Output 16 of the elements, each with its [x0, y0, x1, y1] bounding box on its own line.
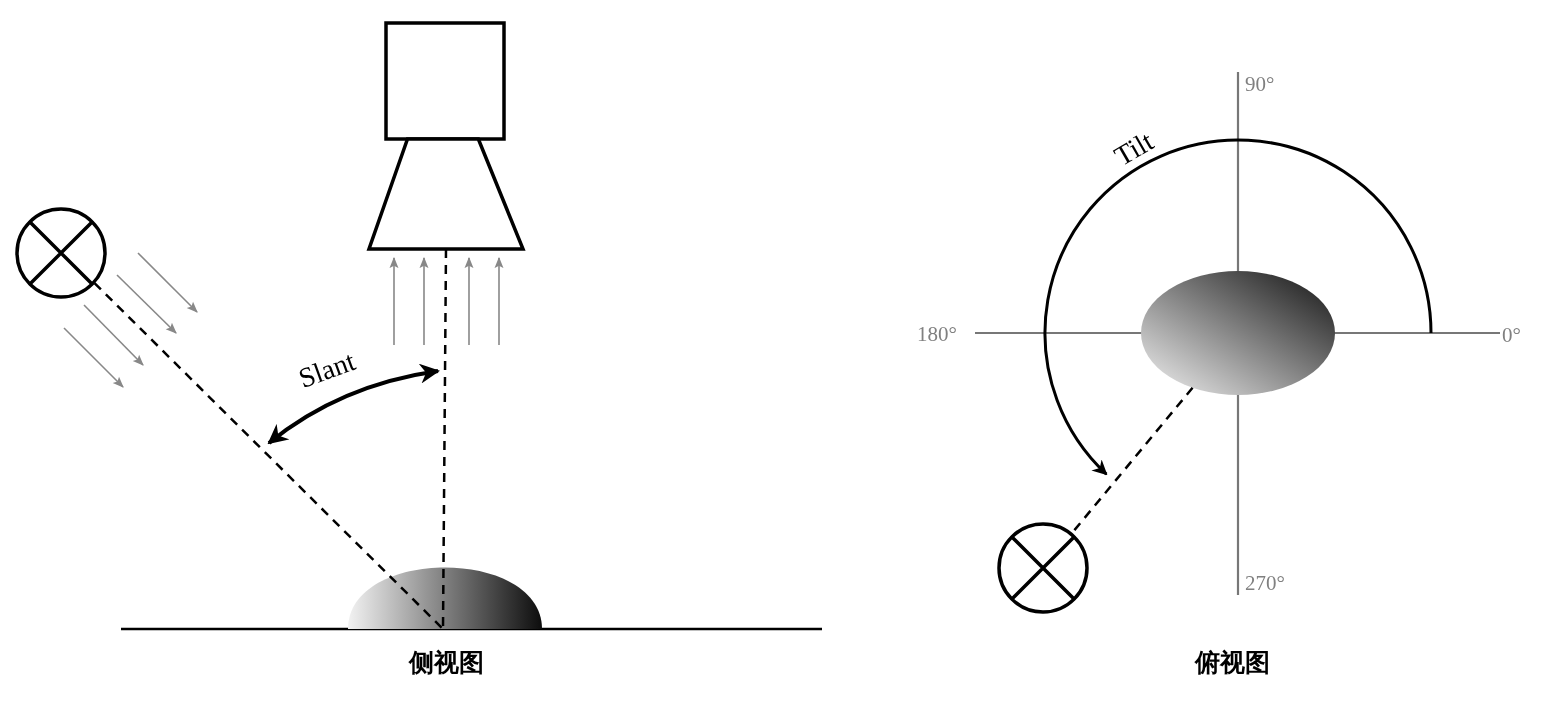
object-dome — [348, 566, 542, 629]
degree-label: 270° — [1245, 572, 1285, 594]
degree-label: 0° — [1502, 324, 1521, 346]
camera-body — [386, 23, 504, 139]
camera-lens — [369, 139, 523, 249]
angle-label: Tilt — [1109, 127, 1159, 171]
dashed-line — [441, 249, 448, 629]
object-ellipse — [1141, 271, 1335, 395]
dashed-line — [93, 282, 444, 630]
degree-label: 180° — [917, 323, 957, 345]
view-caption: 侧视图 — [408, 649, 484, 675]
lamp-symbol — [16, 208, 106, 298]
view-caption: 俯视图 — [1194, 649, 1270, 675]
degree-label: 90° — [1245, 73, 1275, 95]
angle-label: Slant — [295, 347, 359, 393]
lamp-symbol — [998, 523, 1088, 613]
